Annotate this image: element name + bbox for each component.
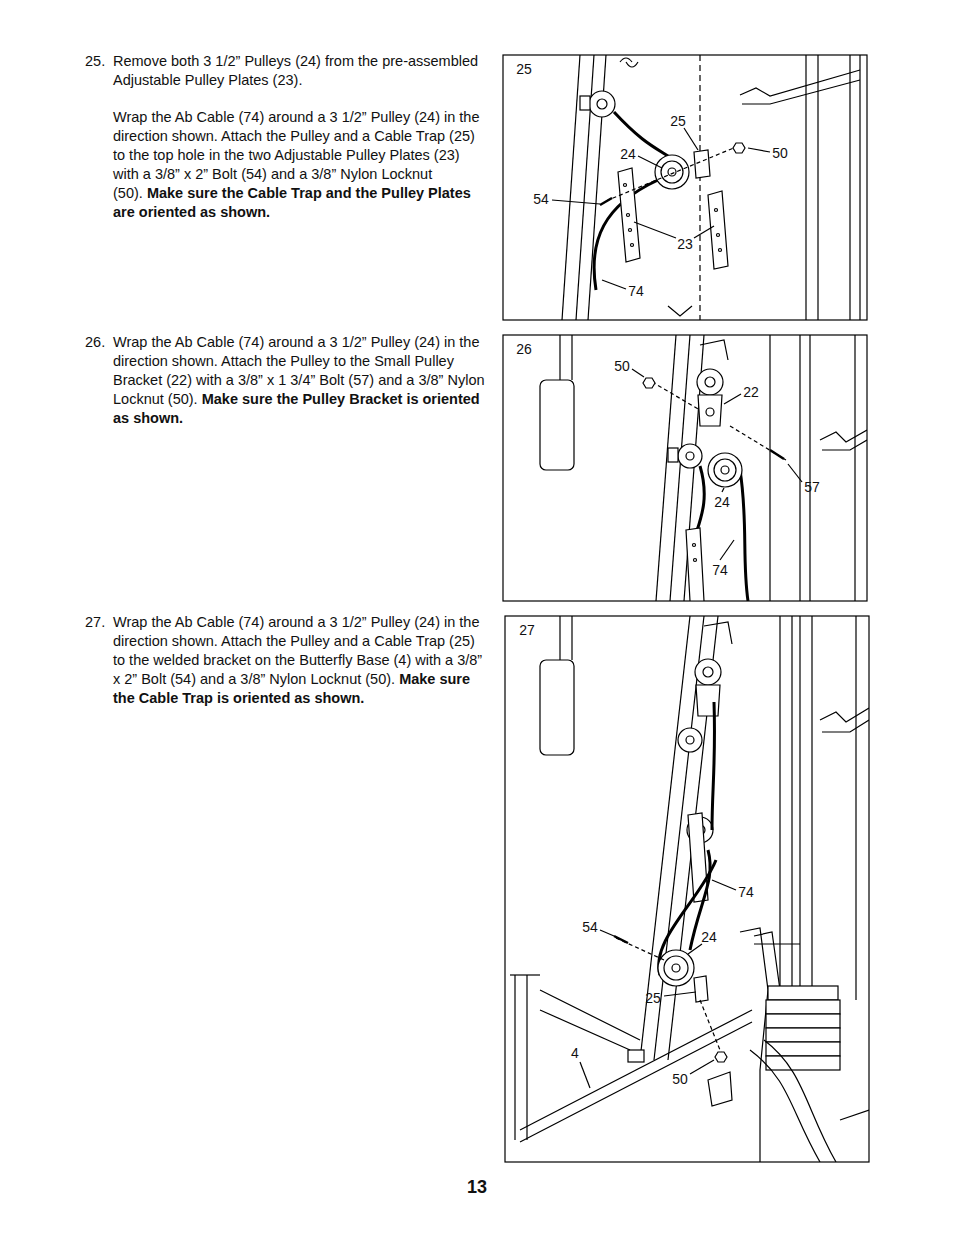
callout-number: 24	[620, 146, 636, 162]
panel-number: 25	[516, 61, 532, 77]
step-27-illustration	[510, 616, 869, 1162]
callout-number: 22	[743, 384, 759, 400]
callout-number: 50	[614, 358, 630, 374]
callout-number: 74	[738, 884, 754, 900]
step-26-illustration	[540, 335, 867, 601]
callout-number: 57	[804, 479, 820, 495]
page-number: 13	[467, 1177, 487, 1198]
panel-frame	[503, 335, 867, 601]
panel-frame	[503, 55, 867, 320]
panel-number: 26	[516, 341, 532, 357]
step-number: 26.	[85, 333, 105, 352]
instruction-paragraph: Wrap the Ab Cable (74) around a 3 1/2” P…	[113, 108, 489, 222]
callout-number: 4	[571, 1045, 579, 1061]
callout-number: 50	[772, 145, 788, 161]
panel-number: 27	[519, 622, 535, 638]
instruction-paragraph: Wrap the Ab Cable (74) around a 3 1/2” P…	[113, 613, 489, 708]
callout-number: 24	[714, 494, 730, 510]
callout-number: 74	[712, 562, 728, 578]
callout-number: 25	[670, 113, 686, 129]
instruction-paragraph: Remove both 3 1/2” Pulleys (24) from the…	[113, 52, 489, 90]
panel-frame	[505, 616, 869, 1162]
callout-number: 23	[677, 236, 693, 252]
step-25-illustration	[552, 55, 860, 320]
callout-number: 54	[582, 919, 598, 935]
instruction-paragraph: Wrap the Ab Cable (74) around a 3 1/2” P…	[113, 333, 489, 428]
instruction-warning: Make sure the Cable Trap and the Pulley …	[113, 185, 471, 220]
callout-number: 74	[628, 283, 644, 299]
callout-number: 50	[672, 1071, 688, 1087]
step-number: 25.	[85, 52, 105, 71]
callout-number: 24	[701, 929, 717, 945]
step-number: 27.	[85, 613, 105, 632]
instruction-text: Remove both 3 1/2” Pulleys (24) from the…	[113, 53, 478, 88]
callout-number: 54	[533, 191, 549, 207]
callout-number: 25	[645, 990, 661, 1006]
